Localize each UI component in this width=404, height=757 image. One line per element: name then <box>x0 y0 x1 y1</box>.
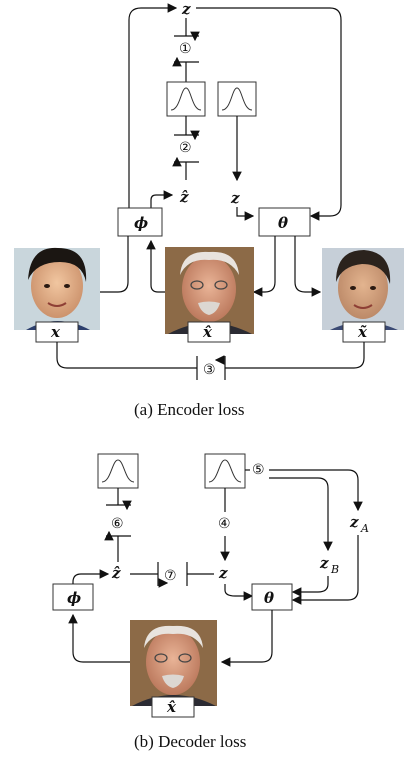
gaussian-box-left <box>97 453 139 489</box>
svg-text:ϕ: ϕ <box>67 589 81 607</box>
svg-text:②: ② <box>179 140 192 156</box>
encoder-phi-box: ϕ <box>117 207 163 237</box>
step-6-gate: ⑥ <box>104 488 132 562</box>
face-image-x-hat-b <box>130 620 217 706</box>
svg-text:①: ① <box>179 41 192 57</box>
svg-text:⑦: ⑦ <box>164 568 177 584</box>
label-x-hat-b: x̂ <box>166 698 177 716</box>
z-label-b: z <box>218 564 228 582</box>
z-B-sub: B <box>330 563 339 576</box>
z-B-label: z <box>319 554 329 572</box>
encoder-phi-box-b: ϕ <box>52 583 94 611</box>
z-A-sub: A <box>360 522 369 535</box>
step-4-label: ④ <box>218 516 231 532</box>
gaussian-icon <box>221 87 253 111</box>
gaussian-box-encoder <box>166 81 206 117</box>
gaussian-icon <box>208 459 242 483</box>
svg-text:ϕ: ϕ <box>134 214 148 232</box>
svg-text:θ: θ <box>264 589 274 607</box>
decoder-theta-box: θ <box>258 207 311 237</box>
caption-b: (b) Decoder loss <box>134 732 246 751</box>
z-sample-label: z <box>230 189 240 207</box>
gaussian-box-sample <box>217 81 257 117</box>
step-2-gate: ② <box>172 116 200 180</box>
face-image-x-tilde <box>322 248 404 330</box>
decoder-loss-diagram: ⑥ ⑤ z A z B ④ z ẑ <box>52 453 369 751</box>
decoder-theta-box-b: θ <box>251 583 293 611</box>
z-hat-label: ẑ <box>179 188 189 206</box>
step-3-gate: ③ <box>56 342 365 380</box>
label-x: x <box>50 323 61 341</box>
z-top-label: z <box>181 0 191 18</box>
svg-text:⑥: ⑥ <box>111 516 124 532</box>
step-7-gate: ⑦ <box>130 562 214 588</box>
svg-text:③: ③ <box>203 362 216 378</box>
face-image-x-hat <box>165 247 254 334</box>
caption-a: (a) Encoder loss <box>134 400 244 419</box>
gaussian-icon <box>101 459 135 483</box>
step-5-label: ⑤ <box>252 462 265 478</box>
label-x-hat: x̂ <box>202 323 213 341</box>
z-hat-label-b: ẑ <box>111 564 121 582</box>
face-image-x <box>14 247 100 330</box>
gaussian-box-right <box>204 453 246 489</box>
z-A-label: z <box>349 513 359 531</box>
step-1-gate: ① <box>172 18 200 82</box>
encoder-loss-diagram: z ① ② ẑ <box>14 0 404 419</box>
svg-text:θ: θ <box>278 214 288 232</box>
label-x-tilde: x̃ <box>357 323 368 341</box>
gaussian-icon <box>170 87 202 111</box>
